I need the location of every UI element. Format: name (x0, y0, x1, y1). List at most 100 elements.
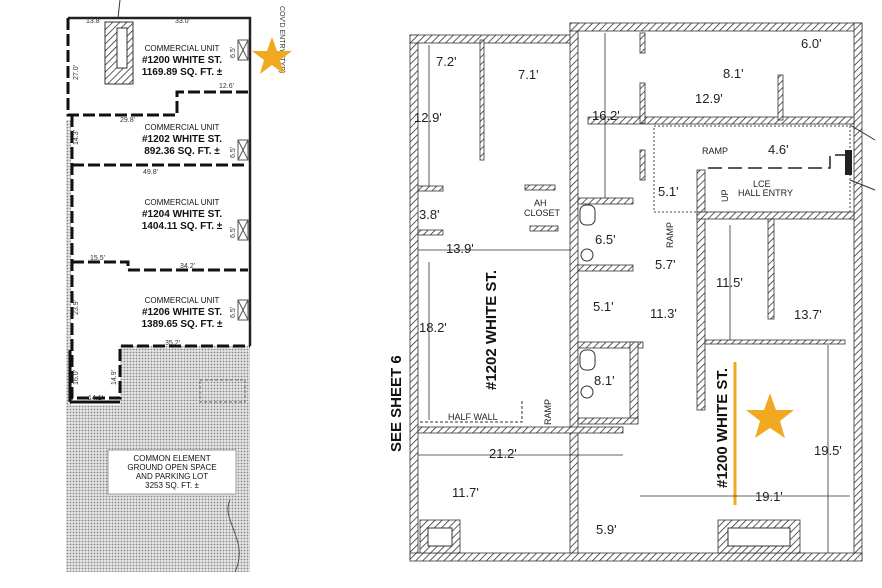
dimension-label: 4.6' (768, 142, 789, 157)
unit-1202-label: COMMERCIAL UNIT #1202 WHITE ST. 892.36 S… (142, 123, 222, 157)
hall-entry-wall (708, 154, 848, 169)
dimension-label: 19.5' (814, 443, 842, 458)
dimension-label: HALL ENTRY (738, 188, 793, 198)
dimension-label: 1404.11 SQ. FT. ± (142, 221, 223, 232)
dimension-label: 8.1' (723, 66, 744, 81)
toilet-1 (579, 204, 596, 226)
dimension-label: 16.2' (592, 108, 620, 123)
dimension-label: AH (534, 198, 547, 208)
dim-13-8: 13.8' (86, 18, 101, 25)
dimension-label: 21.2' (489, 446, 517, 461)
dimension-label: AND PARKING LOT (136, 472, 208, 481)
dimension-label: 3253 SQ. FT. ± (145, 481, 199, 490)
dimension-label: 16.0' (73, 370, 80, 385)
left-lower-boundary (68, 350, 120, 404)
room-labels: RAMP LCE HALL ENTRY UP AH CLOSET RAMP RA… (388, 146, 793, 488)
unit-floor-plan: 7.2' 7.1' 12.9' 16.2' 8.1' 12.9' 6.0' 4.… (388, 22, 876, 562)
dimension-label: 5.1' (593, 299, 614, 314)
closet-inner-2 (727, 527, 791, 547)
dimension-label: 12.9' (414, 110, 442, 125)
unit-1202-title: #1202 WHITE ST. (483, 270, 500, 390)
dimension-label: 27.0' (73, 65, 80, 80)
unit-1206-boundary (70, 115, 250, 400)
dimension-label: 13.9' (446, 241, 474, 256)
stair-inner (116, 27, 128, 69)
unit-1204-boundary (72, 260, 248, 272)
dimension-label: 18.2' (419, 320, 447, 335)
dimension-label: COMMERCIAL UNIT (145, 44, 220, 53)
dimension-label: CLOSET (524, 208, 561, 218)
dimension-label: 6.5' (230, 147, 237, 158)
dimension-label: 6.5' (230, 227, 237, 238)
dimension-lines (418, 33, 850, 553)
dimension-label: 1389.65 SQ. FT. ± (141, 319, 223, 330)
dimension-label: 12.6' (219, 83, 234, 90)
site-outline (68, 16, 252, 346)
dimension-label: HALF WALL (448, 412, 498, 422)
dimension-label: 11.5' (716, 275, 743, 290)
door-swing (849, 124, 876, 141)
parking-line (227, 499, 240, 573)
see-sheet-label: SEE SHEET 6 (388, 355, 405, 452)
sink-2 (580, 385, 594, 399)
dimension-label: #1204 WHITE ST. (142, 209, 222, 220)
dimension-label: UP (720, 189, 730, 202)
dimension-label: 5.9' (596, 522, 617, 537)
unit-1204-label: COMMERCIAL UNIT #1204 WHITE ST. 1404.11 … (142, 198, 223, 232)
star-icon (746, 393, 794, 438)
dimension-label: LCE (753, 179, 771, 189)
common-element-label: COMMON ELEMENT GROUND OPEN SPACE AND PAR… (127, 454, 216, 490)
unit-1200-label: COMMERCIAL UNIT #1200 WHITE ST. 1169.89 … (142, 44, 223, 78)
dimension-label: 6.0' (801, 36, 822, 51)
dimension-label: #1200 WHITE ST. (142, 55, 222, 66)
site-plan: 13.8' 33.0' COV'D ENTRY (TYP) COMMERCIAL… (66, 0, 292, 573)
dimension-label: 14.3' (73, 130, 80, 145)
dimension-label: 23.9' (73, 300, 80, 315)
dimension-label: RAMP (543, 399, 553, 425)
dimension-label: 14.9' (111, 370, 118, 385)
dimension-label: 7.1' (518, 67, 539, 82)
dimension-label: 6.5' (230, 47, 237, 58)
dimension-label: 892.36 SQ. FT. ± (144, 146, 220, 157)
dimension-label: 1169.89 SQ. FT. ± (142, 67, 223, 78)
unit-1200-boundary (66, 18, 250, 117)
walls (409, 22, 863, 562)
dimension-label: 11.3' (650, 306, 677, 321)
dimension-label: 49.8' (143, 169, 158, 176)
dimension-label: COMMON ELEMENT (133, 454, 210, 463)
dimension-label: 11.7' (452, 485, 479, 500)
side-strip (66, 120, 71, 405)
dimension-label: 13.7' (794, 307, 822, 322)
dimension-label: 5.1' (658, 184, 679, 199)
dimension-label: 12.9' (695, 91, 723, 106)
dimension-label: COMMERCIAL UNIT (145, 123, 220, 132)
dim-33-0: 33.0' (175, 18, 190, 25)
half-wall (420, 400, 523, 423)
dimension-label: 15.5' (90, 255, 105, 262)
dimension-label: #1206 WHITE ST. (142, 307, 222, 318)
covd-entry-label: COV'D ENTRY (TYP) (278, 6, 285, 73)
site-small-dims: 27.0' 12.6' 29.8' 14.3' 49.8' 15.5' 34.2… (73, 47, 237, 402)
closet-inner-1 (427, 527, 453, 547)
dimension-label: 29.8' (120, 117, 135, 124)
dimension-label: RAMP (665, 222, 675, 248)
dimension-label: 6.5' (595, 232, 616, 247)
common-element-label-box (107, 449, 237, 495)
dimension-label: #1202 WHITE ST. (142, 134, 222, 145)
dimension-labels: 7.2' 7.1' 12.9' 16.2' 8.1' 12.9' 6.0' 4.… (414, 36, 842, 537)
star-icon (252, 37, 292, 74)
dimension-label: 19.1' (755, 489, 783, 504)
dimension-label: GROUND OPEN SPACE (127, 463, 216, 472)
door-mark (845, 150, 852, 175)
sink-1 (580, 248, 594, 262)
unit-1206-label: COMMERCIAL UNIT #1206 WHITE ST. 1389.65 … (141, 296, 223, 330)
leader-line (117, 0, 121, 19)
dimension-label: 35.2' (165, 340, 180, 347)
parking-stall (199, 379, 246, 403)
ramp-area (653, 125, 851, 213)
dimension-label: 3.8' (419, 207, 440, 222)
dimension-label: 8.1' (594, 373, 615, 388)
unit-1200-title: #1200 WHITE ST. (714, 368, 731, 488)
toilet-2 (579, 349, 596, 371)
